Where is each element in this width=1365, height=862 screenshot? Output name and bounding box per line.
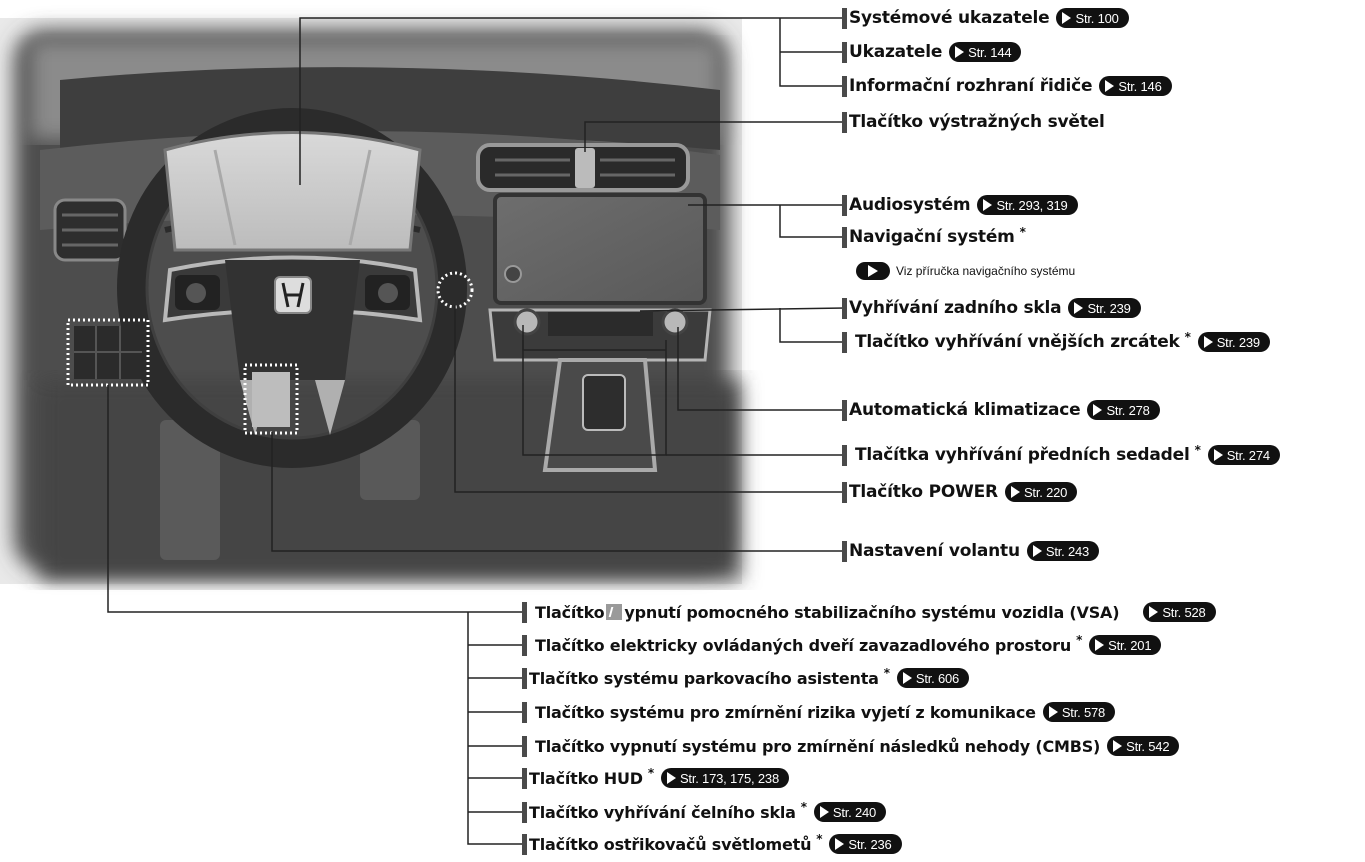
navigation-note: Viz příručka navigačního systému <box>856 262 1075 280</box>
arrow-right-icon <box>1105 80 1114 92</box>
page-ref-badge[interactable]: Str. 239 <box>1068 298 1140 318</box>
page-ref-badge[interactable]: Str. 278 <box>1087 400 1159 420</box>
label-power-tailgate-button: Tlačítko elektricky ovládaných dveří zav… <box>522 632 1161 658</box>
page-ref-badge[interactable]: Str. 528 <box>1143 602 1215 622</box>
arrow-right-icon <box>1049 706 1058 718</box>
label-rear-defroster: Vyhřívání zadního skla Str. 239 <box>842 295 1141 321</box>
arrow-right-icon <box>1113 740 1122 752</box>
label-driver-info-interface: Informační rozhraní řidiče Str. 146 <box>842 73 1172 99</box>
page-ref-badge[interactable]: Str. 542 <box>1107 736 1179 756</box>
label-steering-adjust: Nastavení volantu Str. 243 <box>842 538 1099 564</box>
page-ref-badge[interactable]: Str. 243 <box>1027 541 1099 561</box>
arrow-right-icon <box>820 806 829 818</box>
center-air-vent <box>478 145 688 190</box>
label-seat-heater-buttons: Tlačítka vyhřívání předních sedadel* Str… <box>842 442 1280 468</box>
arrow-right-icon <box>667 772 676 784</box>
label-system-indicators: Systémové ukazatele Str. 100 <box>842 5 1129 31</box>
arrow-right-icon <box>1214 449 1223 461</box>
arrow-right-icon <box>903 672 912 684</box>
label-hud-button: Tlačítko HUD* Str. 173, 175, 238 <box>522 765 789 791</box>
page-ref-badge[interactable]: Str. 100 <box>1056 8 1128 28</box>
arrow-right-icon <box>1149 606 1158 618</box>
arrow-right-icon <box>835 838 844 850</box>
arrow-right-icon <box>1011 486 1020 498</box>
page-ref-badge[interactable]: Str. 236 <box>829 834 901 854</box>
label-auto-climate: Automatická klimatizace Str. 278 <box>842 397 1160 423</box>
label-power-button: Tlačítko POWER Str. 220 <box>842 479 1077 505</box>
arrow-right-icon <box>1095 639 1104 651</box>
label-vsa-off-button: Tlačítko ypnutí pomocného stabilizačního… <box>522 599 1216 625</box>
arrow-right-icon <box>1204 336 1213 348</box>
page-ref-badge[interactable]: Str. 274 <box>1208 445 1280 465</box>
arrow-right-icon <box>1062 12 1071 24</box>
label-headlight-washer-button: Tlačítko ostřikovačů světlometů* Str. 23… <box>522 831 902 857</box>
page-ref-badge[interactable]: Str. 220 <box>1005 482 1077 502</box>
label-mirror-heater-button: Tlačítko vyhřívání vnějších zrcátek* Str… <box>842 329 1270 355</box>
page-ref-badge[interactable]: Str. 606 <box>897 668 969 688</box>
page-ref-badge[interactable]: Str. 146 <box>1099 76 1171 96</box>
label-road-departure-button: Tlačítko systému pro zmírnění rizika vyj… <box>522 699 1115 725</box>
page-ref-badge[interactable]: Str. 201 <box>1089 635 1161 655</box>
page-ref-badge[interactable]: Str. 173, 175, 238 <box>661 768 789 788</box>
gear-shifter <box>545 360 655 470</box>
label-navigation-system: Navigační systém* <box>842 224 1026 250</box>
audio-touchscreen <box>495 195 705 303</box>
label-windshield-heater-button: Tlačítko vyhřívání čelního skla* Str. 24… <box>522 799 886 825</box>
label-audio-system: Audiosystém Str. 293, 319 <box>842 192 1078 218</box>
arrow-right-icon <box>1074 302 1083 314</box>
instrument-cluster <box>165 133 420 251</box>
page-ref-badge[interactable]: Str. 144 <box>949 42 1021 62</box>
left-switch-panel <box>74 326 142 379</box>
label-gauges: Ukazatele Str. 144 <box>842 39 1021 65</box>
arrow-right-icon <box>1093 404 1102 416</box>
vsa-icon <box>606 604 622 620</box>
label-cmbs-off-button: Tlačítko vypnutí systému pro zmírnění ná… <box>522 733 1179 759</box>
page-ref-badge[interactable]: Str. 293, 319 <box>977 195 1077 215</box>
arrow-right-icon <box>983 199 992 211</box>
left-air-vent <box>55 200 125 260</box>
steering-adjust-lever <box>252 372 290 427</box>
arrow-right-icon <box>1033 545 1042 557</box>
page-ref-badge[interactable]: Str. 239 <box>1198 332 1270 352</box>
arrow-right-icon <box>955 46 964 58</box>
label-parking-sensor-button: Tlačítko systému parkovacího asistenta* … <box>522 665 969 691</box>
arrow-right-icon <box>856 262 890 280</box>
page-ref-badge[interactable]: Str. 240 <box>814 802 886 822</box>
page-ref-badge[interactable]: Str. 578 <box>1043 702 1115 722</box>
label-hazard-button: Tlačítko výstražných světel <box>842 109 1105 135</box>
